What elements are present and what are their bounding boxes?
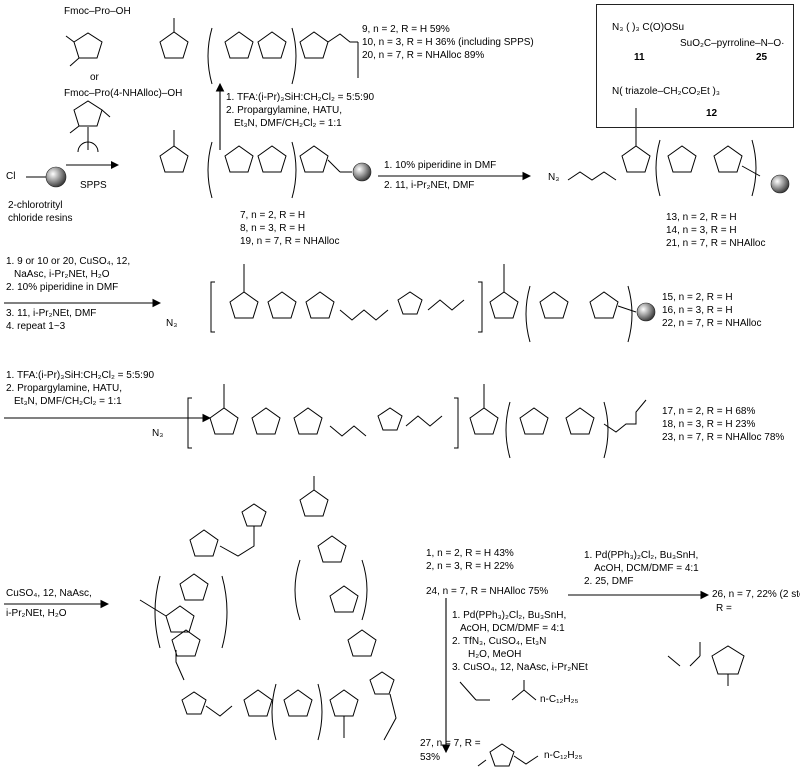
step-cyclize-line2: i-Pr₂NEt, H₂O <box>6 608 67 619</box>
step-lipid-line4: H₂O, MeOH <box>468 649 522 660</box>
linear-product-18: 18, n = 3, R = H 23% <box>662 419 756 430</box>
product-26-r-label: R = <box>716 603 732 614</box>
click-n3-label: N₃ <box>166 318 178 329</box>
step-spin-line2: AcOH, DCM/DMF = 4:1 <box>594 563 699 574</box>
product-9: 9, n = 2, R = H 59% <box>362 24 450 35</box>
step-cyclize-line1: CuSO₄, 12, NaAsc, <box>6 588 92 599</box>
azido-peptide-14: 14, n = 3, R = H <box>666 225 737 236</box>
r-group-26 <box>668 642 744 686</box>
cyclic-product-1: 1, n = 2, R = H 43% <box>426 548 514 559</box>
step-click-line5: 4. repeat 1~3 <box>6 321 66 332</box>
linear-peptide <box>188 384 646 458</box>
step-cleave-line3: Et₃N, DMF/CH₂Cl₂ = 1:1 <box>14 396 122 407</box>
peptide-top <box>160 18 358 84</box>
spps-label: SPPS <box>80 180 107 191</box>
step-cleave-line2: 2. Propargylamine, HATU, <box>6 383 122 394</box>
alkyne-chain-label: n-C₁₂H₂₅ <box>540 694 579 705</box>
fmoc-pro-label: Fmoc–Pro–OH <box>64 6 131 17</box>
linear-n3-label: N₃ <box>152 428 164 439</box>
click-product-22: 22, n = 7, R = NHAlloc <box>662 318 762 329</box>
step-spin-line1: 1. Pd(PPh₃)₂Cl₂, Bu₃SnH, <box>584 550 699 561</box>
product-26: 26, n = 7, 22% (2 steps) <box>712 589 800 600</box>
product-27: 27, n = 7, R = <box>420 738 481 749</box>
step-click-line4: 3. 11, i-Pr₂NEt, DMF <box>6 308 97 319</box>
r-group-27 <box>478 744 538 766</box>
product-10: 10, n = 3, R = H 36% (including SPPS) <box>362 37 534 48</box>
step-right-line1: 1. 10% piperidine in DMF <box>384 160 497 171</box>
resin-name-line1: 2-chlorotrityl <box>8 200 63 211</box>
step-click-line1: 1. 9 or 10 or 20, CuSO₄, 12, <box>6 256 131 267</box>
azido-peptide-on-resin <box>568 108 789 196</box>
azido-peptide-21: 21, n = 7, R = NHAlloc <box>666 238 766 249</box>
click-peptide-on-resin <box>211 264 655 342</box>
step-right-line2: 2. 11, i-Pr₂NEt, DMF <box>384 180 475 191</box>
reagent-11-structure: N₃ ( )₃ C(O)OSu <box>612 22 685 33</box>
resin-bead <box>46 167 66 187</box>
step-lipid-line3: 2. TfN₃, CuSO₄, Et₃N <box>452 636 547 647</box>
step-lipid-line2: AcOH, DCM/DMF = 4:1 <box>460 623 565 634</box>
or-label: or <box>90 72 99 83</box>
step-lipid-line1: 1. Pd(PPh₃)₂Cl₂, Bu₃SnH, <box>452 610 567 621</box>
step-click-line3: 2. 10% piperidine in DMF <box>6 282 119 293</box>
peptide-on-resin <box>160 130 371 198</box>
alkyne-amide <box>460 680 536 700</box>
click-product-16: 16, n = 3, R = H <box>662 305 733 316</box>
step-up-line2: 2. Propargylamine, HATU, <box>226 105 342 116</box>
product-27-yield: 53% <box>420 752 441 763</box>
resin-name-line2: chloride resins <box>8 213 73 224</box>
reagent-12-structure: N( triazole–CH₂CO₂Et )₃ <box>612 86 720 97</box>
fmoc-hyp-label: Fmoc–Pro(4-NHAlloc)–OH <box>64 88 183 99</box>
step-up-line1: 1. TFA:(i-Pr)₃SiH:CH₂Cl₂ = 5:5:90 <box>226 92 375 103</box>
reagent-25-label: 25 <box>756 52 768 63</box>
step-spin-line3: 2. 25, DMF <box>584 576 634 587</box>
reagent-12-label: 12 <box>706 108 718 119</box>
click-product-15: 15, n = 2, R = H <box>662 292 733 303</box>
step-click-line2: NaAsc, i-Pr₂NEt, H₂O <box>14 269 110 280</box>
cyclic-peptide <box>140 476 396 740</box>
reagent-11-label: 11 <box>634 52 645 63</box>
fmoc-pro-structure <box>66 33 110 133</box>
linear-product-23: 23, n = 7, R = NHAlloc 78% <box>662 432 785 443</box>
azido-peptide-13: 13, n = 2, R = H <box>666 212 737 223</box>
pathway-arrows <box>4 82 710 754</box>
reagent-25-structure: SuO₂C–pyrroline–N–O· <box>680 38 785 49</box>
product-27-chain: n-C₁₂H₂₅ <box>544 750 583 761</box>
resin-cl-label: Cl <box>6 171 16 182</box>
product-20: 20, n = 7, R = NHAlloc 89% <box>362 50 485 61</box>
step-up-line3: Et₃N, DMF/CH₂Cl₂ = 1:1 <box>234 118 342 129</box>
linear-product-17: 17, n = 2, R = H 68% <box>662 406 756 417</box>
step-cleave-line1: 1. TFA:(i-Pr)₃SiH:CH₂Cl₂ = 5:5:90 <box>6 370 155 381</box>
resin-peptide-7: 7, n = 2, R = H <box>240 210 306 221</box>
cyclic-product-24: 24, n = 7, R = NHAlloc 75% <box>426 586 549 597</box>
reagents-box <box>596 4 794 128</box>
resin-start <box>26 127 119 187</box>
step-lipid-line5: 3. CuSO₄, 12, NaAsc, i-Pr₂NEt <box>452 662 588 673</box>
resin-peptide-19: 19, n = 7, R = NHAlloc <box>240 236 340 247</box>
resin-peptide-8: 8, n = 3, R = H <box>240 223 306 234</box>
azide-n3-label: N₃ <box>548 172 560 183</box>
cyclic-product-2: 2, n = 3, R = H 22% <box>426 561 514 572</box>
